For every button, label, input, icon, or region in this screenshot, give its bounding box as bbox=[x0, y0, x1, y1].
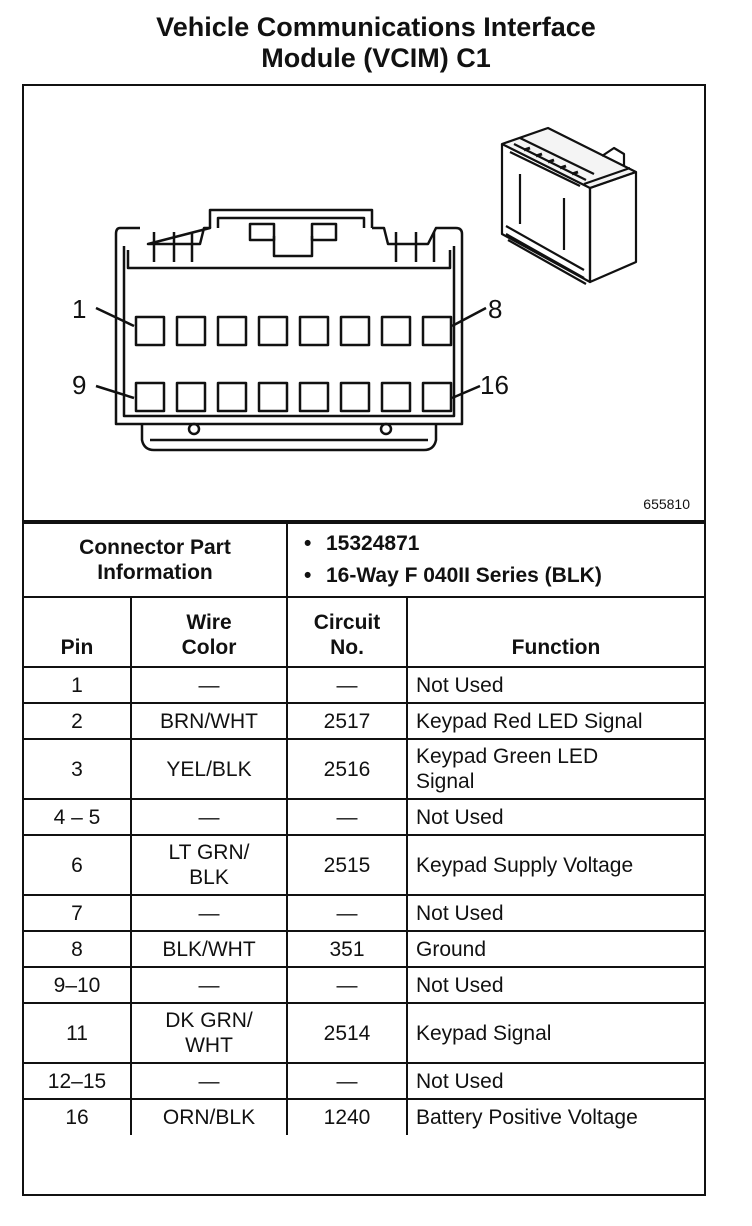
connector-sheet: 1 8 9 16 655810 bbox=[22, 84, 706, 1196]
figure-id: 655810 bbox=[643, 496, 690, 512]
table-row: 2 BRN/WHT 2517 Keypad Red LED Signal bbox=[24, 702, 705, 740]
table-row: 6 LT GRN/BLK 2515 Keypad Supply Voltage bbox=[24, 834, 705, 896]
cavity-16 bbox=[421, 381, 453, 413]
cavity-4 bbox=[257, 315, 289, 347]
latch-tab-right bbox=[310, 222, 338, 242]
latch-outline bbox=[208, 208, 374, 228]
table-row: 9–10 — — Not Used bbox=[24, 966, 705, 1004]
connector-info-list: 15324871 16-Way F 040II Series (BLK) bbox=[285, 522, 705, 598]
connector-3d-view bbox=[500, 126, 638, 285]
leader-pin-16 bbox=[451, 384, 481, 400]
callout-pin-16: 16 bbox=[480, 370, 509, 400]
table-row: 1 — — Not Used bbox=[24, 666, 705, 704]
callout-pin-1: 1 bbox=[72, 294, 86, 324]
housing-outline bbox=[114, 226, 464, 426]
header-pin: Pin bbox=[24, 596, 132, 668]
leader-pin-9 bbox=[95, 384, 135, 400]
callout-pin-9: 9 bbox=[72, 370, 86, 400]
header-function: Function bbox=[405, 596, 705, 668]
cavity-1 bbox=[134, 315, 166, 347]
connector-part-number: 15324871 bbox=[304, 528, 696, 560]
cavity-7 bbox=[380, 315, 412, 347]
title-line-2: Module (VCIM) C1 bbox=[261, 43, 491, 73]
cavity-5 bbox=[298, 315, 330, 347]
title-line-1: Vehicle Communications Interface bbox=[156, 12, 596, 42]
page-title: Vehicle Communications Interface Module … bbox=[0, 12, 752, 74]
connector-info-label: Connector Part Information bbox=[24, 522, 288, 598]
housing-bottom-lip bbox=[140, 424, 438, 452]
cavity-6 bbox=[339, 315, 371, 347]
pinout-table: Connector Part Information 15324871 16-W… bbox=[24, 522, 705, 1135]
table-row: 7 — — Not Used bbox=[24, 894, 705, 932]
cavity-2 bbox=[175, 315, 207, 347]
cavity-15 bbox=[380, 381, 412, 413]
cavity-13 bbox=[298, 381, 330, 413]
table-row: 4 – 5 — — Not Used bbox=[24, 798, 705, 836]
table-row: 11 DK GRN/WHT 2514 Keypad Signal bbox=[24, 1002, 705, 1064]
leader-pin-1 bbox=[95, 306, 135, 328]
cavity-9 bbox=[134, 381, 166, 413]
connector-series: 16-Way F 040II Series (BLK) bbox=[304, 560, 696, 592]
cavity-3 bbox=[216, 315, 248, 347]
leader-pin-8 bbox=[451, 306, 487, 328]
cavity-12 bbox=[257, 381, 289, 413]
cavity-14 bbox=[339, 381, 371, 413]
cavity-10 bbox=[175, 381, 207, 413]
cavity-8 bbox=[421, 315, 453, 347]
callout-pin-8: 8 bbox=[488, 294, 502, 324]
table-row: 8 BLK/WHT 351 Ground bbox=[24, 930, 705, 968]
connector-drawing: 1 8 9 16 bbox=[72, 126, 638, 452]
connector-diagram: 1 8 9 16 655810 bbox=[24, 86, 704, 522]
table-row: 16 ORN/BLK 1240 Battery Positive Voltage bbox=[24, 1098, 705, 1135]
latch-tab-left bbox=[248, 222, 276, 242]
table-row: 12–15 — — Not Used bbox=[24, 1062, 705, 1100]
cavity-11 bbox=[216, 381, 248, 413]
connector-info-row: Connector Part Information 15324871 16-W… bbox=[24, 522, 705, 598]
